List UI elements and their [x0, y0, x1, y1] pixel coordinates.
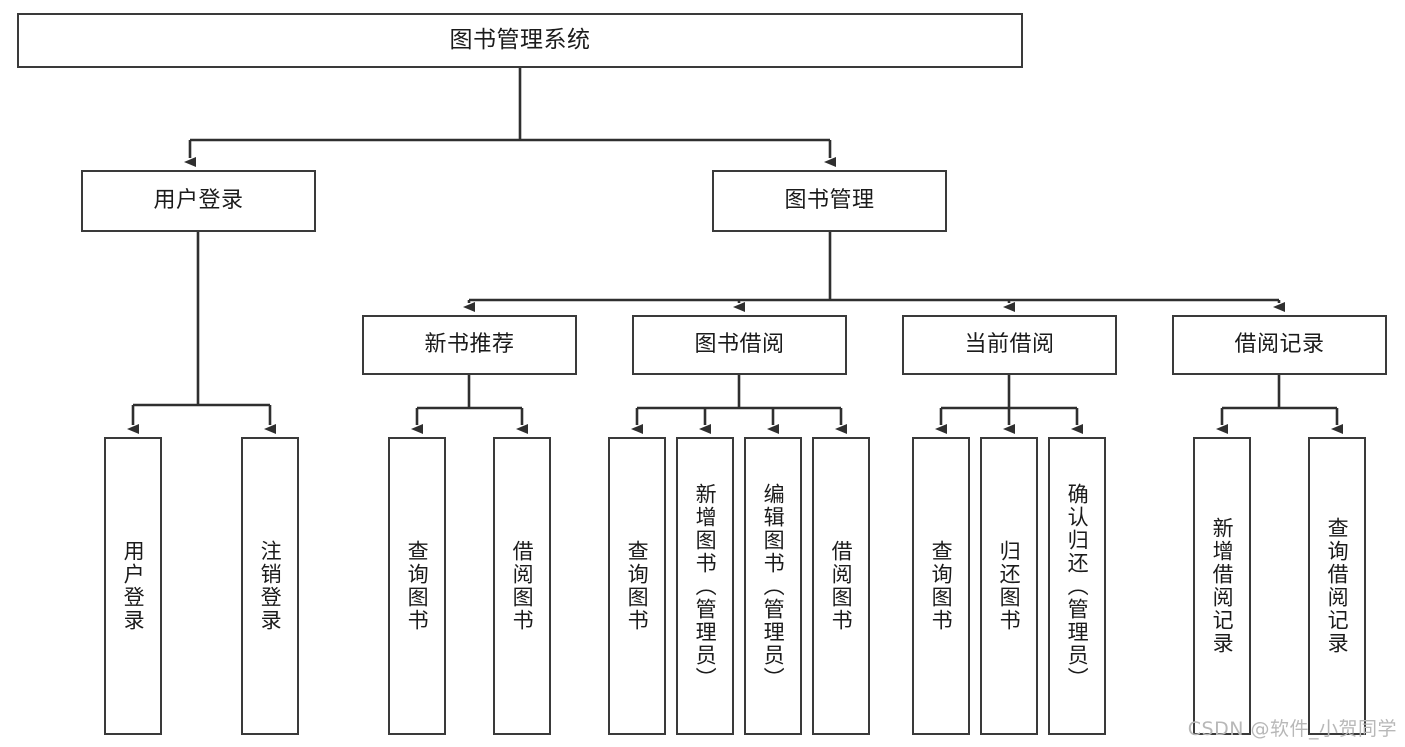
- leaf-confirm-return-admin[interactable]: 确认归还（管理员）: [1048, 437, 1106, 735]
- leaf-add-borrow-record[interactable]: 新增借阅记录: [1193, 437, 1251, 735]
- leaf-return-book[interactable]: 归还图书: [980, 437, 1038, 735]
- node-root-label: 图书管理系统: [449, 27, 591, 54]
- leaf-borrow-book-recommend-label: 借阅图书: [510, 540, 535, 632]
- leaf-query-book-recommend-label: 查询图书: [405, 540, 430, 632]
- leaf-confirm-return-admin-label: 确认归还（管理员）: [1065, 482, 1090, 690]
- leaf-query-book-current-label: 查询图书: [929, 540, 954, 632]
- node-borrow-record[interactable]: 借阅记录: [1172, 315, 1387, 375]
- leaf-logout[interactable]: 注销登录: [241, 437, 299, 735]
- node-borrow-record-label: 借阅记录: [1234, 332, 1325, 358]
- leaf-return-book-label: 归还图书: [997, 540, 1022, 632]
- node-current-borrow[interactable]: 当前借阅: [902, 315, 1117, 375]
- leaf-user-login[interactable]: 用户登录: [104, 437, 162, 735]
- node-user-login[interactable]: 用户登录: [81, 170, 316, 232]
- leaf-borrow-book-recommend[interactable]: 借阅图书: [493, 437, 551, 735]
- leaf-add-book-admin-label: 新增图书（管理员）: [693, 482, 718, 690]
- leaf-query-borrow-record-label: 查询借阅记录: [1325, 517, 1350, 655]
- leaf-query-book-recommend[interactable]: 查询图书: [388, 437, 446, 735]
- leaf-edit-book-admin-label: 编辑图书（管理员）: [761, 482, 786, 690]
- node-book-management[interactable]: 图书管理: [712, 170, 947, 232]
- node-new-book-recommend[interactable]: 新书推荐: [362, 315, 577, 375]
- node-root[interactable]: 图书管理系统: [17, 13, 1023, 68]
- node-new-book-recommend-label: 新书推荐: [424, 332, 515, 358]
- leaf-add-book-admin[interactable]: 新增图书（管理员）: [676, 437, 734, 735]
- leaf-logout-label: 注销登录: [258, 540, 283, 632]
- leaf-query-book-label: 查询图书: [625, 540, 650, 632]
- node-current-borrow-label: 当前借阅: [964, 332, 1055, 358]
- leaf-query-borrow-record[interactable]: 查询借阅记录: [1308, 437, 1366, 735]
- leaf-query-book-current[interactable]: 查询图书: [912, 437, 970, 735]
- leaf-borrow-book[interactable]: 借阅图书: [812, 437, 870, 735]
- leaf-query-book[interactable]: 查询图书: [608, 437, 666, 735]
- node-book-borrow-label: 图书借阅: [694, 332, 785, 358]
- node-book-borrow[interactable]: 图书借阅: [632, 315, 847, 375]
- leaf-borrow-book-label: 借阅图书: [829, 540, 854, 632]
- leaf-add-borrow-record-label: 新增借阅记录: [1210, 517, 1235, 655]
- watermark-text: CSDN @软件_小贺同学: [1187, 718, 1397, 740]
- leaf-user-login-label: 用户登录: [121, 540, 146, 632]
- leaf-edit-book-admin[interactable]: 编辑图书（管理员）: [744, 437, 802, 735]
- node-user-login-label: 用户登录: [153, 188, 244, 214]
- node-book-management-label: 图书管理: [784, 188, 875, 214]
